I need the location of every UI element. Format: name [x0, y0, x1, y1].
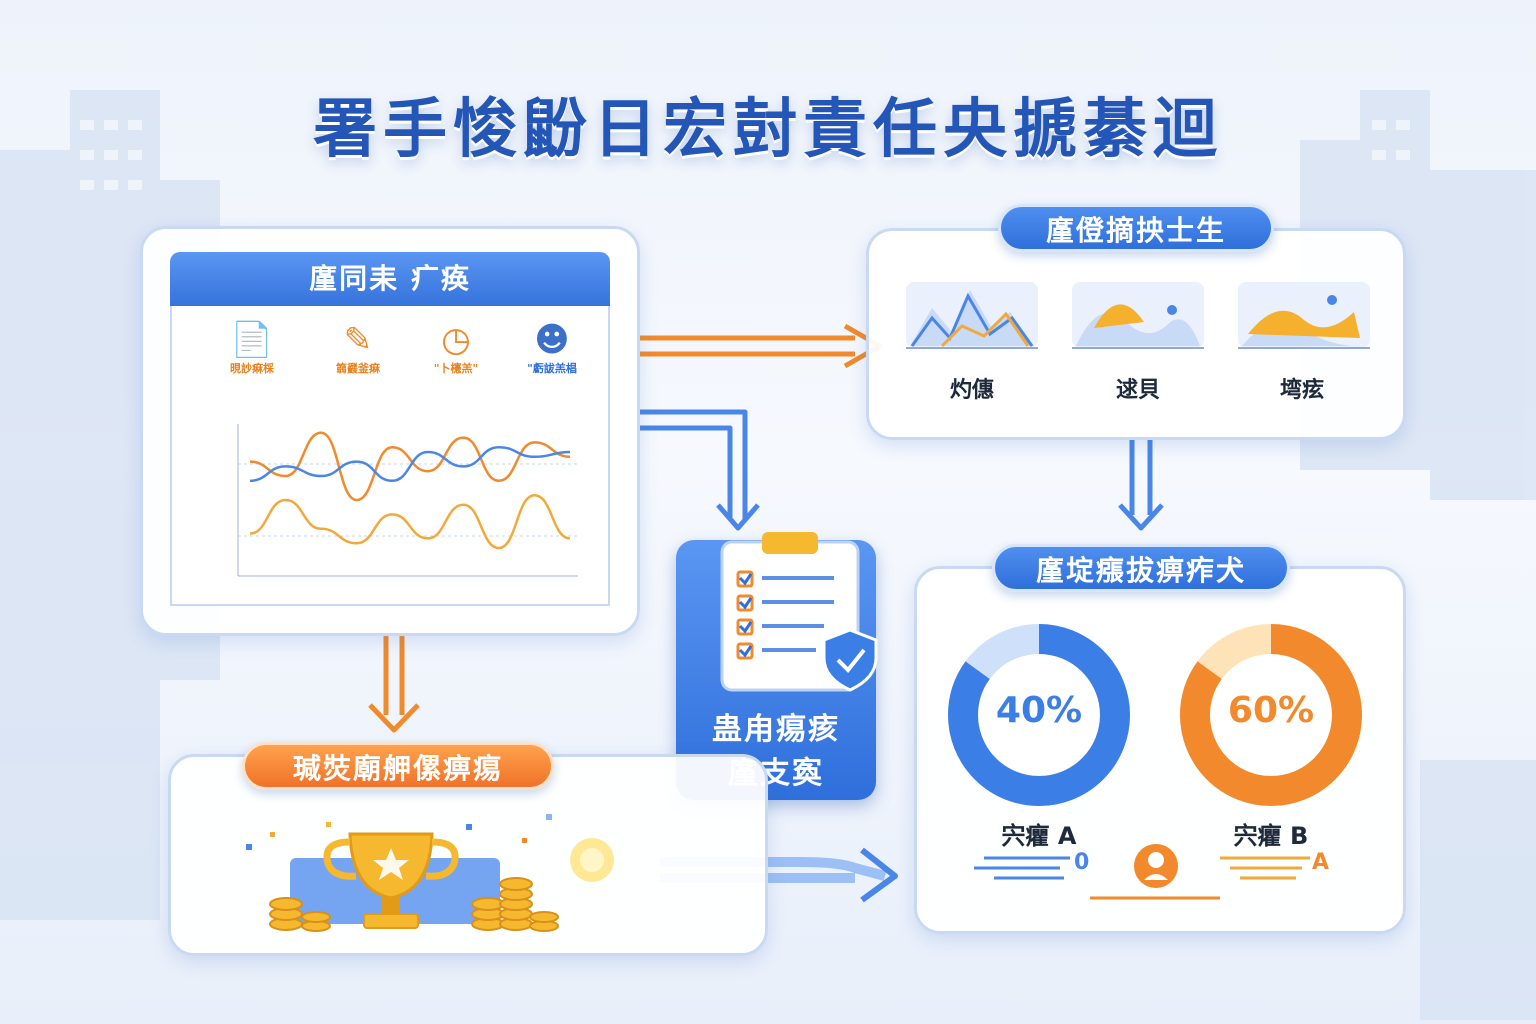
- dashboard-icon-compass: ◷ "卜櫶羔": [416, 318, 496, 376]
- dashboard-header: 廑同耒 疒痪: [170, 252, 610, 306]
- dashboard-icon-person: ☻ "虧詙羔椙: [512, 318, 592, 376]
- donut-slice: [1180, 624, 1362, 806]
- candidate-b-note: A: [1312, 850, 1330, 875]
- compass-icon: ◷: [441, 320, 471, 360]
- person-icon: ☻: [534, 320, 570, 360]
- arrow-analysis-to-results: [1118, 440, 1164, 531]
- candidate-b-label: 宍癯 B: [1233, 822, 1309, 850]
- arrow-dashboard-to-reward: [368, 636, 420, 733]
- dashboard-icon-label: "卜櫶羔": [433, 362, 479, 375]
- arrow-dashboard-to-analysis: [640, 323, 883, 369]
- donut-center: [980, 656, 1098, 774]
- confetti: [246, 814, 552, 850]
- donut-center: [1212, 656, 1330, 774]
- analysis-label-1: 灼僡: [949, 378, 994, 403]
- results-header: 廑埞瘬拔痹痄犬: [992, 544, 1290, 592]
- dashboard-icon-label: 篛鼝釜痳: [336, 362, 380, 375]
- line-series-1: [249, 431, 571, 502]
- donut-chart-b: [1180, 624, 1362, 806]
- dashboard-icon-label: 晛訬痳棌: [230, 362, 274, 375]
- candidate-a-note: 0: [1074, 850, 1090, 875]
- pen-icon: ✎: [343, 320, 373, 360]
- analysis-label-3: 塆痃: [1279, 378, 1324, 403]
- donut-a-percent: 40%: [995, 690, 1083, 731]
- clipboard-line-1: 蛊甪痬痎: [712, 712, 840, 747]
- reward-header: 瑊焋廟舺傫痹痬: [242, 742, 554, 790]
- dashboard-icon-pen: ✎ 篛鼝釜痳: [318, 318, 398, 376]
- analysis-card-3: [1238, 282, 1370, 349]
- analysis-header: 廑僜摘抰士生: [998, 204, 1274, 252]
- line-series-2: [249, 445, 571, 483]
- arrow-dashboard-to-clipboard: [640, 409, 760, 531]
- analysis-label-2: 逑貝: [1115, 378, 1160, 403]
- donut-b-percent: 60%: [1227, 690, 1315, 731]
- line-series-3: [249, 493, 571, 550]
- clipboard-icon: [720, 532, 878, 692]
- page-title: 署手悛鼢日宏尌責任央搋綦迴: [313, 93, 1223, 167]
- candidate-a-label: 宍癯 A: [1001, 822, 1077, 850]
- candidate-lines: [974, 844, 1310, 900]
- analysis-card-2: [1072, 282, 1204, 349]
- trophy-icon: [323, 832, 459, 929]
- dashboard-icon-document: 📄 晛訬痳棌: [212, 318, 292, 376]
- donut-slice: [948, 624, 1130, 806]
- analysis-card-1: [906, 282, 1038, 349]
- dashboard-line-chart: [237, 424, 578, 577]
- dashboard-icon-label: "虧詙羔椙: [527, 362, 577, 375]
- donut-chart-a: [948, 624, 1130, 806]
- coin-stacks: [269, 877, 559, 932]
- document-icon: 📄: [230, 320, 274, 360]
- trophy-illustration: [246, 814, 614, 932]
